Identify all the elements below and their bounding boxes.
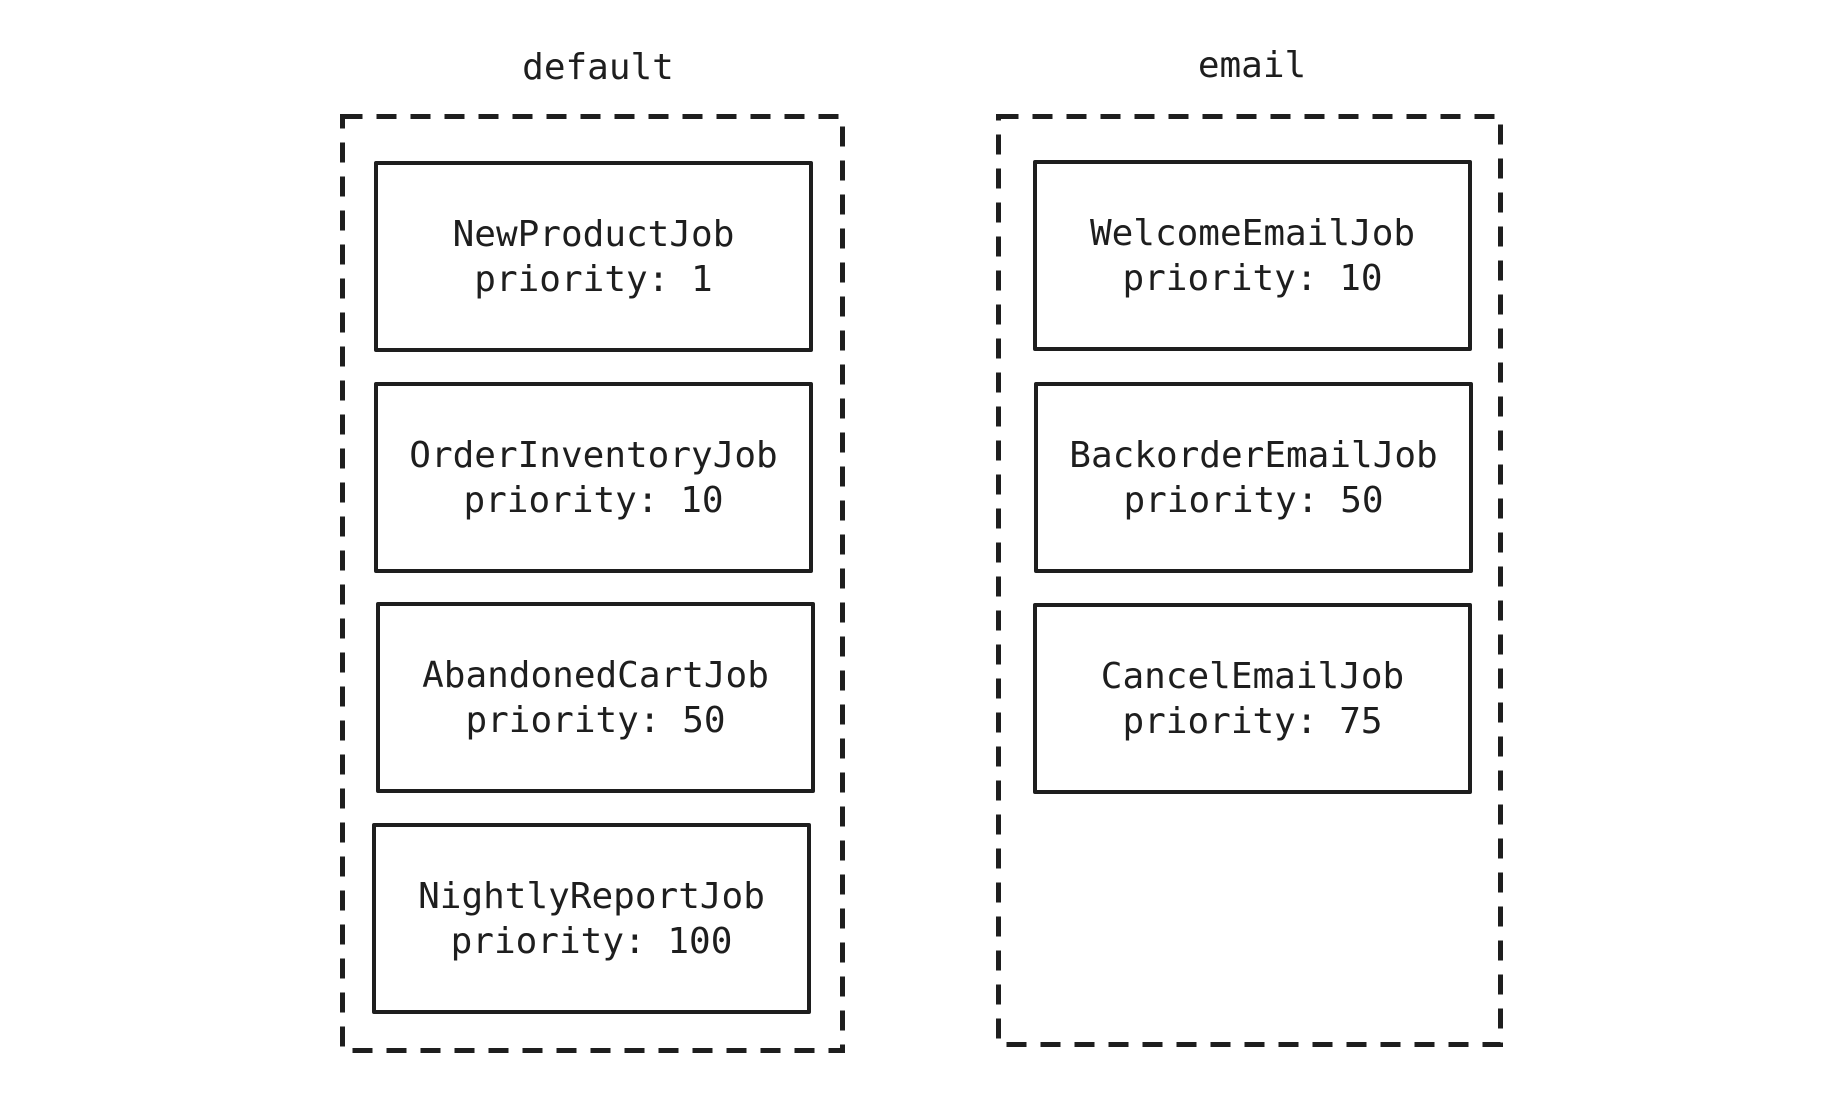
job-priority: priority: 50 [1123, 479, 1384, 521]
job-card-nightly-report: NightlyReportJob priority: 100 [372, 823, 811, 1014]
job-name: NightlyReportJob [418, 875, 765, 917]
job-priority: priority: 75 [1122, 700, 1383, 742]
job-name: CancelEmailJob [1100, 655, 1405, 697]
queue-email-dashed-border [996, 114, 1503, 1047]
job-priority: priority: 1 [474, 258, 713, 300]
queue-default-dashed-border [340, 114, 845, 1053]
job-card-new-product: NewProductJob priority: 1 [374, 161, 813, 352]
job-priority: priority: 50 [465, 699, 726, 741]
queue-default [340, 114, 845, 1053]
job-card-order-inventory: OrderInventoryJob priority: 10 [374, 382, 813, 573]
job-card-cancel-email: CancelEmailJob priority: 75 [1033, 603, 1472, 794]
queue-title-email: email [1197, 45, 1307, 86]
job-name: WelcomeEmailJob [1089, 212, 1416, 254]
job-priority: priority: 10 [1122, 257, 1383, 299]
queue-email [996, 114, 1503, 1047]
job-card-welcome-email: WelcomeEmailJob priority: 10 [1033, 160, 1472, 351]
job-card-abandoned-cart: AbandonedCartJob priority: 50 [376, 602, 815, 793]
job-priority: priority: 10 [463, 479, 724, 521]
job-card-backorder-email: BackorderEmailJob priority: 50 [1034, 382, 1473, 573]
job-name: BackorderEmailJob [1069, 434, 1438, 476]
queue-title-default: default [522, 47, 674, 88]
job-priority: priority: 100 [450, 920, 733, 962]
job-name: AbandonedCartJob [422, 654, 769, 696]
job-name: NewProductJob [452, 213, 735, 255]
job-name: OrderInventoryJob [409, 434, 778, 476]
